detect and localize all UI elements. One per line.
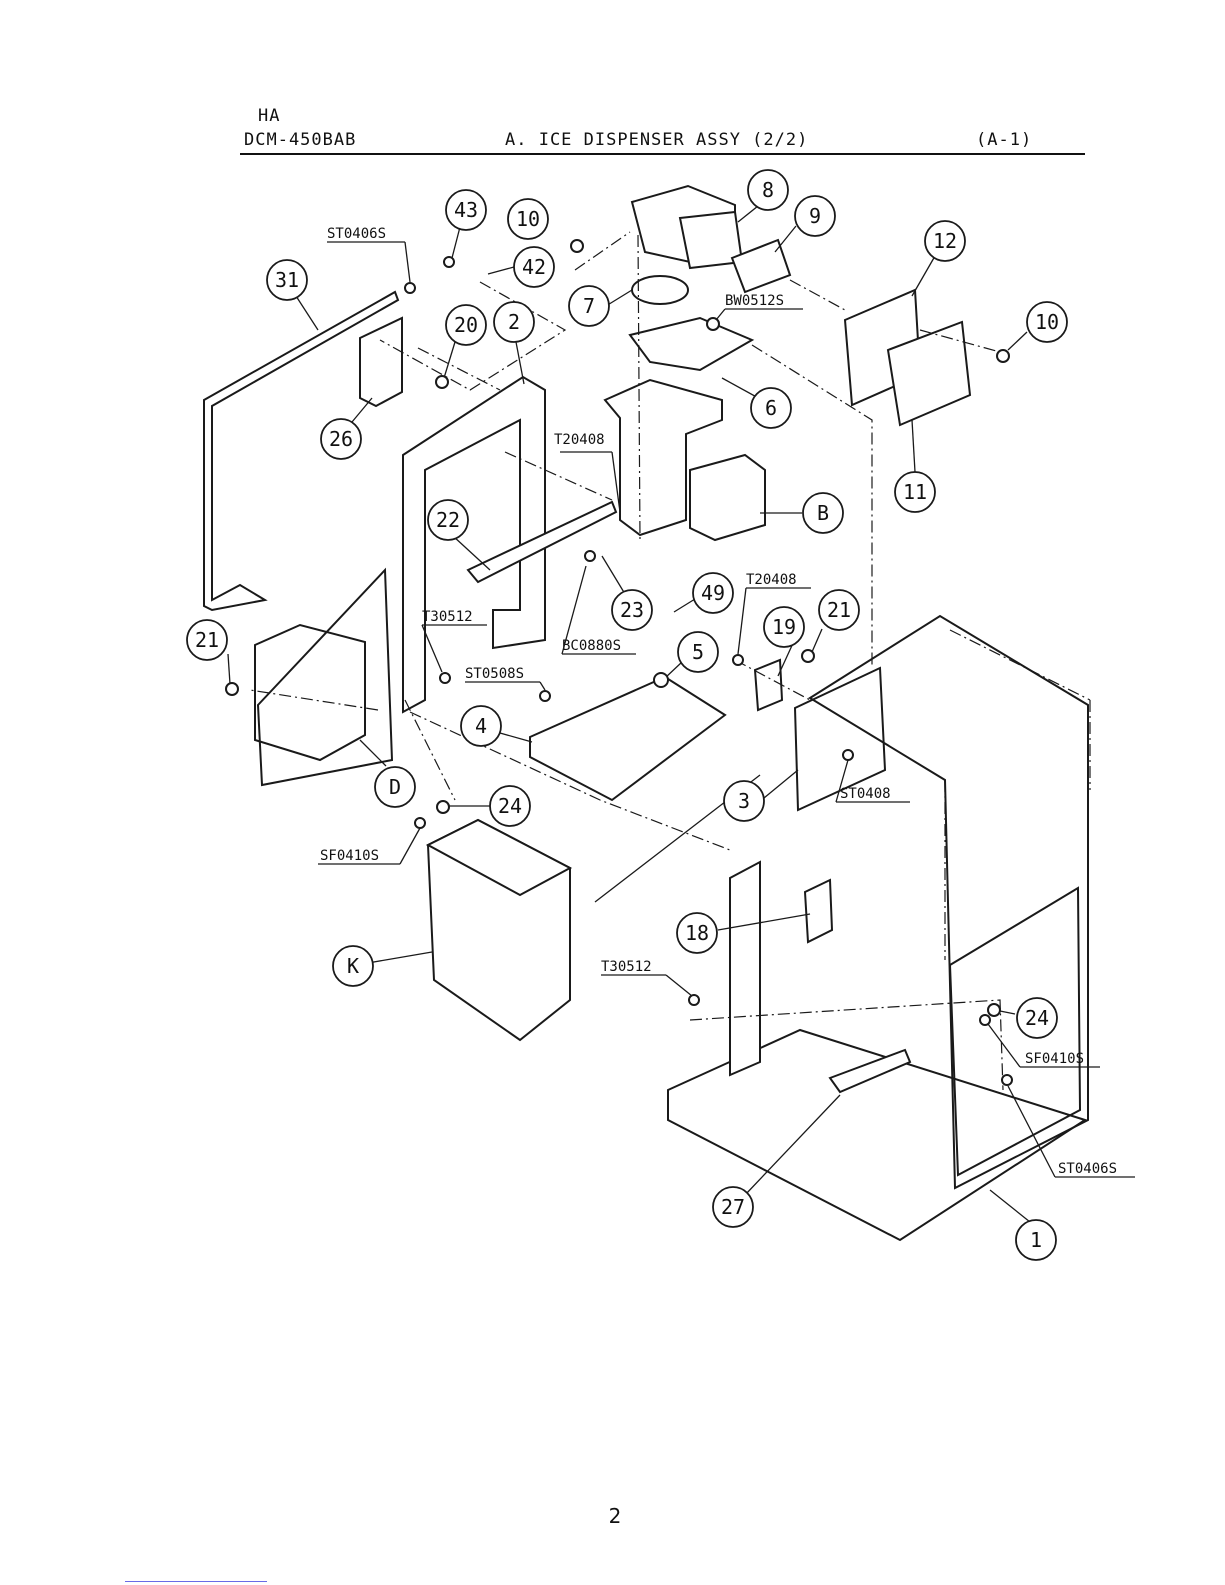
svg-text:T30512: T30512 — [422, 609, 473, 625]
part-callout: 3 — [724, 781, 764, 821]
part-callout: 49 — [693, 573, 733, 613]
part-callout: 6 — [751, 388, 791, 428]
part-callout: 10 — [508, 199, 548, 239]
svg-text:BC0880S: BC0880S — [562, 638, 621, 654]
part-callout: 4 — [461, 706, 501, 746]
part-callout: 19 — [764, 607, 804, 647]
svg-text:B: B — [817, 501, 829, 525]
svg-text:12: 12 — [933, 229, 957, 253]
svg-text:2: 2 — [508, 310, 520, 334]
part-callout: 24 — [1017, 998, 1057, 1038]
part-6-chute-flange — [630, 318, 752, 370]
svg-text:18: 18 — [685, 921, 709, 945]
part-1-front-rail — [730, 862, 760, 1075]
part-B-motor — [690, 455, 765, 540]
svg-text:43: 43 — [454, 198, 478, 222]
part-callout: 22 — [428, 500, 468, 540]
svg-text:4: 4 — [475, 714, 487, 738]
svg-text:42: 42 — [522, 255, 546, 279]
page-number: 2 — [600, 1504, 630, 1528]
part-callout: B — [803, 493, 843, 533]
svg-text:1: 1 — [1030, 1228, 1042, 1252]
svg-text:10: 10 — [516, 207, 540, 231]
part-callout: 43 — [446, 190, 486, 230]
footer-rule — [125, 1581, 267, 1582]
part-7-seal-ring — [632, 276, 688, 304]
svg-text:T20408: T20408 — [746, 572, 797, 588]
part-26-plate — [360, 318, 402, 406]
part-callout: 31 — [267, 260, 307, 300]
svg-text:ST0508S: ST0508S — [465, 666, 524, 682]
part-callout: 27 — [713, 1187, 753, 1227]
part-callout: 7 — [569, 286, 609, 326]
svg-text:3: 3 — [738, 789, 750, 813]
part-callout: 20 — [446, 305, 486, 345]
part-callout: 21 — [819, 590, 859, 630]
screw-label: SF0410S — [318, 828, 420, 864]
part-callout: 8 — [748, 170, 788, 210]
svg-text:22: 22 — [436, 508, 460, 532]
svg-text:19: 19 — [772, 615, 796, 639]
svg-text:T30512: T30512 — [601, 959, 652, 975]
svg-text:D: D — [389, 775, 401, 799]
part-callout: 12 — [925, 221, 965, 261]
svg-text:27: 27 — [721, 1195, 745, 1219]
part-callout: 18 — [677, 913, 717, 953]
svg-text:8: 8 — [762, 178, 774, 202]
part-drawings — [204, 186, 1088, 1240]
part-callout: 10 — [1027, 302, 1067, 342]
part-callout: 2 — [494, 302, 534, 342]
svg-text:24: 24 — [1025, 1006, 1049, 1030]
svg-text:BW0512S: BW0512S — [725, 293, 784, 309]
part-D-dispenser-unit — [255, 625, 365, 760]
svg-text:21: 21 — [827, 598, 851, 622]
part-callout: 24 — [490, 786, 530, 826]
screw-label: T30512 — [601, 959, 692, 996]
part-callout: 42 — [514, 247, 554, 287]
svg-text:SF0410S: SF0410S — [320, 848, 379, 864]
svg-text:ST0406S: ST0406S — [1058, 1161, 1117, 1177]
svg-text:11: 11 — [903, 480, 927, 504]
part-callout: 1 — [1016, 1220, 1056, 1260]
svg-text:26: 26 — [329, 427, 353, 451]
screw-label: ST0508S — [465, 666, 545, 690]
part-callout: 5 — [678, 632, 718, 672]
svg-text:23: 23 — [620, 598, 644, 622]
svg-text:21: 21 — [195, 628, 219, 652]
part-callout: K — [333, 946, 373, 986]
svg-text:SF0410S: SF0410S — [1025, 1051, 1084, 1067]
part-callout: 21 — [187, 620, 227, 660]
svg-text:20: 20 — [454, 313, 478, 337]
part-callout: D — [375, 767, 415, 807]
svg-text:10: 10 — [1035, 310, 1059, 334]
screw-label: T30512 — [422, 609, 487, 672]
svg-text:K: K — [347, 954, 359, 978]
part-callout: 9 — [795, 196, 835, 236]
screw-labels: ST0406S BW0512S T20408 T30512 BC0880S ST… — [318, 226, 1135, 1177]
screw-label: ST0406S — [327, 226, 410, 282]
part-19-bracket — [755, 660, 782, 710]
svg-text:49: 49 — [701, 581, 725, 605]
part-callout: 26 — [321, 419, 361, 459]
svg-text:T20408: T20408 — [554, 432, 605, 448]
svg-text:31: 31 — [275, 268, 299, 292]
part-callout: 11 — [895, 472, 935, 512]
part-18-bracket — [805, 880, 832, 942]
svg-text:9: 9 — [809, 204, 821, 228]
part-callout: 23 — [612, 590, 652, 630]
svg-text:5: 5 — [692, 640, 704, 664]
screw-label: BW0512S — [716, 293, 803, 320]
svg-text:24: 24 — [498, 794, 522, 818]
svg-text:7: 7 — [583, 294, 595, 318]
screw-label: T20408 — [554, 432, 620, 512]
svg-text:ST0408: ST0408 — [840, 786, 891, 802]
svg-text:6: 6 — [765, 396, 777, 420]
svg-text:ST0406S: ST0406S — [327, 226, 386, 242]
